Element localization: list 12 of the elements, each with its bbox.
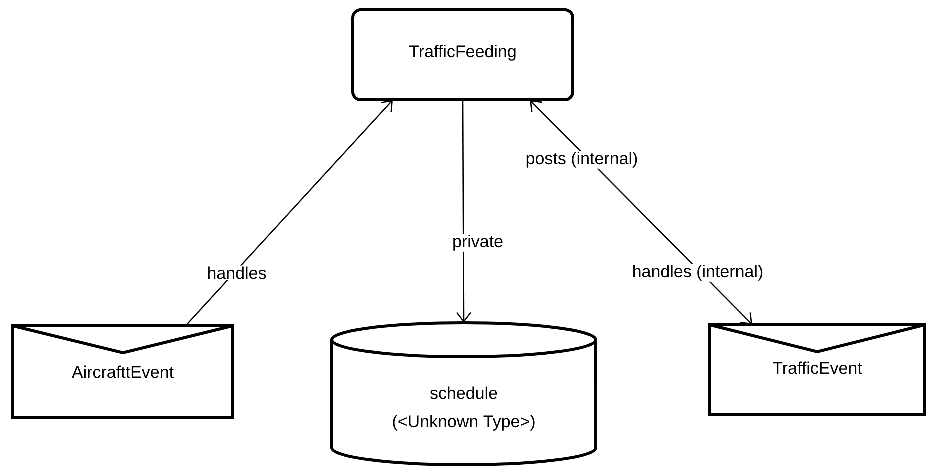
process-box: TrafficFeeding <box>352 8 574 102</box>
data-store-cylinder: schedule (<Unknown Type>) <box>330 322 598 466</box>
event-envelope: AircrafttEvent <box>12 324 234 420</box>
edge-label: handles <box>206 266 268 280</box>
arrow <box>456 100 472 323</box>
arrow <box>186 100 393 326</box>
node-label: schedule <box>430 386 498 400</box>
node-label: (<Unknown Type>) <box>393 415 535 431</box>
edge-label: private <box>452 234 505 252</box>
edge-label: posts (internal) <box>524 151 640 169</box>
event-envelope: TrafficEvent <box>708 324 926 416</box>
role-label: handles (internal) <box>631 264 765 282</box>
